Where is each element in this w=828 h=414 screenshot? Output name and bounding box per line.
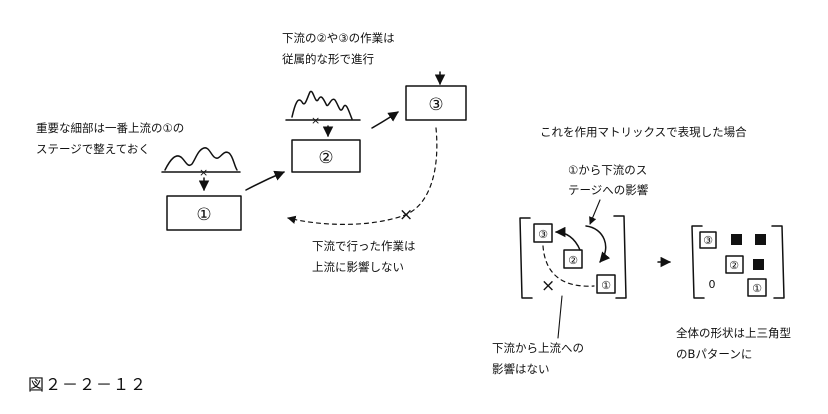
downstream-note-line2: 従属的な形で進行 — [282, 52, 374, 66]
right-matrix-filled-2 — [755, 234, 766, 245]
stage1-wave-icon — [164, 147, 238, 171]
influence-note-line1: ①から下流のス — [568, 163, 647, 177]
right-matrix-cell-1 — [747, 278, 767, 297]
right-matrix-zero: 0 — [709, 278, 716, 291]
no-influence-note: 下流から上流への 影響はない — [492, 341, 584, 376]
right-matrix-label-1: ① — [752, 282, 762, 295]
stage1-box — [166, 195, 242, 231]
right-matrix-cell-2 — [725, 255, 744, 274]
influence-note-line2: テージへの影響 — [568, 183, 648, 197]
right-matrix: ③ ② 0 ① — [691, 225, 785, 299]
arrow-stage1-to-stage2 — [245, 170, 285, 191]
left-matrix: ③ ② ① × — [519, 215, 627, 299]
stage2-group: × ② — [285, 90, 361, 173]
right-matrix-filled-1 — [731, 234, 742, 245]
stage1-note-line1: 重要な細部は一番上流の①の — [36, 121, 184, 135]
left-matrix-label-1: ① — [601, 279, 611, 292]
influence-pointer-arrow — [589, 199, 601, 225]
right-matrix-label-3: ③ — [703, 234, 713, 247]
no-influence-note-line2: 影響はない — [492, 362, 550, 376]
result-note-line2: のBパターンに — [676, 347, 752, 361]
figure-label: 図２－２－１２ — [28, 375, 147, 394]
stage2-label: ② — [318, 148, 333, 168]
arrow-stage2-to-stage3 — [371, 111, 399, 129]
stage1-group: 重要な細部は一番上流の①の ステージで整えておく × ① — [36, 121, 242, 231]
stage1-label: ① — [196, 205, 211, 225]
right-matrix-cell-3 — [699, 231, 717, 249]
left-matrix-cell-3 — [533, 223, 553, 243]
right-matrix-label-2: ② — [729, 259, 739, 272]
result-note-line1: 全体の形状は上三角型 — [676, 326, 791, 340]
left-matrix-bracket-left — [519, 217, 533, 299]
left-matrix-dashed-arrow — [542, 245, 595, 287]
stage1-cross-mark: × — [199, 166, 208, 179]
no-influence-note-line1: 下流から上流への — [492, 341, 584, 355]
backflow-note: 下流で行った作業は 上流に影響しない — [312, 239, 416, 274]
left-matrix-label-2: ② — [568, 254, 578, 267]
backflow-note-line2: 上流に影響しない — [312, 260, 404, 274]
left-matrix-cell-1 — [596, 274, 616, 294]
left-matrix-influence-arrow — [585, 225, 611, 263]
right-matrix-bracket-left — [691, 225, 705, 299]
backflow-cross-mark: × — [399, 205, 413, 225]
result-note: 全体の形状は上三角型 のBパターンに — [676, 326, 791, 361]
left-matrix-up-arrow — [554, 226, 581, 251]
left-matrix-bracket-right — [613, 215, 627, 299]
stage3-label: ③ — [428, 95, 443, 115]
left-matrix-cell-2 — [563, 249, 583, 269]
stage1-note-line2: ステージで整えておく — [36, 142, 150, 156]
no-influence-pointer-line — [557, 295, 563, 339]
right-matrix-filled-3 — [753, 259, 764, 270]
stage2-wave-icon — [291, 90, 353, 120]
stage3-box — [405, 85, 467, 121]
left-matrix-cross-mark: × — [541, 276, 555, 296]
downstream-note: 下流の②や③の作業は 従属的な形で進行 — [282, 31, 395, 66]
influence-note: ①から下流のス テージへの影響 — [568, 163, 648, 197]
backflow-note-line1: 下流で行った作業は — [312, 239, 416, 253]
matrix-title: これを作用マトリックスで表現した場合 — [540, 125, 747, 139]
stage1-note: 重要な細部は一番上流の①の ステージで整えておく — [36, 121, 184, 156]
stage2-cross-mark: × — [311, 114, 320, 127]
stage2-box — [291, 139, 361, 173]
downstream-note-line1: 下流の②や③の作業は — [282, 31, 395, 45]
backflow-dashed-arrow — [287, 127, 438, 225]
stage3-group: ③ — [405, 71, 467, 121]
right-matrix-bracket-right — [771, 225, 785, 299]
left-matrix-label-3: ③ — [538, 228, 548, 241]
